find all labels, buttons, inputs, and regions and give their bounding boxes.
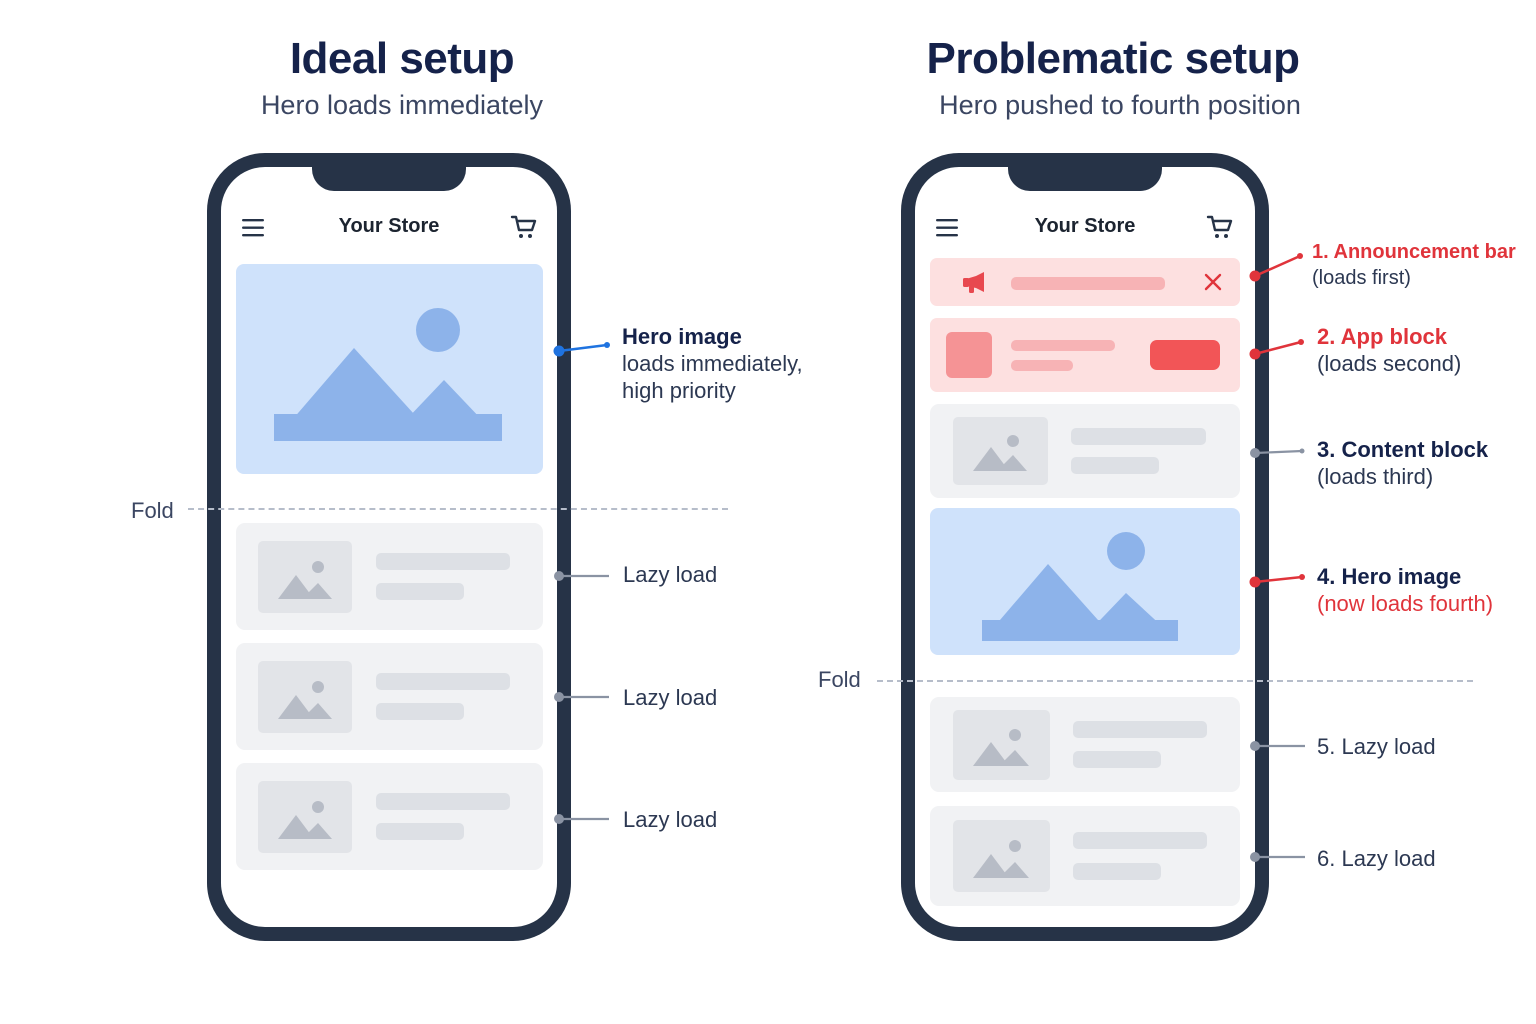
store-title: Your Store xyxy=(338,215,440,237)
app-block-callout-sub: (loads second) xyxy=(1317,351,1462,376)
content-card xyxy=(930,697,1240,792)
text-bar xyxy=(376,823,464,840)
announcement-bar xyxy=(930,258,1240,306)
app-block-callout: 2. App block (loads second) xyxy=(1317,323,1461,377)
content-block-callout-sub: (loads third) xyxy=(1317,464,1434,489)
text-bar xyxy=(1071,457,1159,474)
announcement-text-bar xyxy=(1011,277,1165,290)
text-bar xyxy=(1073,832,1207,849)
content-block-callout-title: 3. Content block xyxy=(1317,437,1489,462)
hamburger-menu-icon[interactable] xyxy=(242,219,266,237)
fold-label: Fold xyxy=(131,498,174,523)
lazy-load-callout-5: 5. Lazy load xyxy=(1317,734,1436,759)
lazy-load-callout-2: Lazy load xyxy=(623,685,718,710)
lazy-load-callout-1: Lazy load xyxy=(623,562,718,587)
card-thumbnail xyxy=(953,710,1050,780)
phone-notch xyxy=(1008,165,1162,191)
card-thumbnail xyxy=(258,661,352,733)
lazy-connector-6 xyxy=(1250,852,1305,862)
fold-line xyxy=(877,680,1473,682)
content-card xyxy=(236,523,543,630)
text-bar xyxy=(1073,751,1161,768)
app-block xyxy=(930,318,1240,392)
phone-notch xyxy=(312,165,466,191)
lazy-load-callout-6: 6. Lazy load xyxy=(1317,846,1436,871)
store-title: Your Store xyxy=(1034,215,1136,237)
shopping-cart-icon[interactable] xyxy=(1206,214,1234,240)
announcement-callout: 1. Announcement bar (loads first) xyxy=(1312,239,1516,291)
app-block-text-bar xyxy=(1011,340,1115,351)
announcement-connector xyxy=(1249,253,1303,282)
hero-callout-line2: high priority xyxy=(622,378,736,403)
text-bar xyxy=(376,703,464,720)
content-block-callout: 3. Content block (loads third) xyxy=(1317,436,1488,490)
announcement-callout-title: 1. Announcement bar xyxy=(1312,241,1516,263)
hero-callout-line1: loads immediately, xyxy=(622,351,803,376)
card-thumbnail xyxy=(953,417,1048,485)
text-bar xyxy=(376,673,510,690)
text-bar xyxy=(376,583,464,600)
image-placeholder-icon xyxy=(973,729,1029,766)
hamburger-menu-icon[interactable] xyxy=(936,219,960,237)
app-block-text-bar xyxy=(1011,360,1073,371)
text-bar xyxy=(376,553,510,570)
image-placeholder-icon xyxy=(982,532,1178,641)
lazy-connector-2 xyxy=(554,692,609,702)
lazy-connector-1 xyxy=(554,571,609,581)
problematic-setup-title: Problematic setup xyxy=(926,34,1300,83)
shopping-cart-icon[interactable] xyxy=(510,214,538,240)
hero-callout: Hero image loads immediately, high prior… xyxy=(622,323,803,404)
content-card xyxy=(236,763,543,870)
text-bar xyxy=(1073,863,1161,880)
lazy-connector-5 xyxy=(1250,741,1305,751)
hero-fourth-connector xyxy=(1249,574,1305,588)
app-block-thumb xyxy=(946,332,992,378)
app-block-callout-title: 2. App block xyxy=(1317,324,1447,349)
fold-line xyxy=(188,508,728,510)
content-block-connector xyxy=(1250,448,1305,458)
hero-connector xyxy=(553,342,610,357)
app-block-connector xyxy=(1249,339,1304,360)
ideal-setup-subtitle: Hero loads immediately xyxy=(260,90,544,120)
text-bar xyxy=(1071,428,1206,445)
lazy-load-callout-3: Lazy load xyxy=(623,807,718,832)
text-bar xyxy=(376,793,510,810)
megaphone-icon xyxy=(963,272,984,293)
card-thumbnail xyxy=(258,541,352,613)
hero-fourth-callout-title: 4. Hero image xyxy=(1317,564,1462,589)
image-placeholder-icon xyxy=(278,561,332,599)
image-placeholder-icon xyxy=(278,681,332,719)
hero-fourth-callout: 4. Hero image (now loads fourth) xyxy=(1317,563,1493,617)
card-thumbnail xyxy=(258,781,352,853)
image-placeholder-icon xyxy=(278,801,332,839)
image-placeholder-icon xyxy=(973,840,1029,878)
content-block xyxy=(930,404,1240,498)
image-placeholder-icon xyxy=(274,308,502,441)
hero-fourth-callout-sub: (now loads fourth) xyxy=(1317,591,1494,616)
close-icon[interactable] xyxy=(1204,273,1222,291)
app-block-button[interactable] xyxy=(1150,340,1220,370)
lazy-connector-3 xyxy=(554,814,609,824)
content-card xyxy=(930,806,1240,906)
content-card xyxy=(236,643,543,750)
announcement-callout-sub: (loads first) xyxy=(1312,267,1411,289)
ideal-setup-title: Ideal setup xyxy=(289,34,515,83)
problematic-setup-subtitle: Hero pushed to fourth position xyxy=(939,90,1301,120)
text-bar xyxy=(1073,721,1207,738)
card-thumbnail xyxy=(953,820,1050,892)
hero-image xyxy=(930,508,1240,655)
image-placeholder-icon xyxy=(973,435,1027,471)
fold-label: Fold xyxy=(818,667,861,692)
hero-image xyxy=(236,264,543,474)
hero-callout-title: Hero image xyxy=(622,324,742,349)
